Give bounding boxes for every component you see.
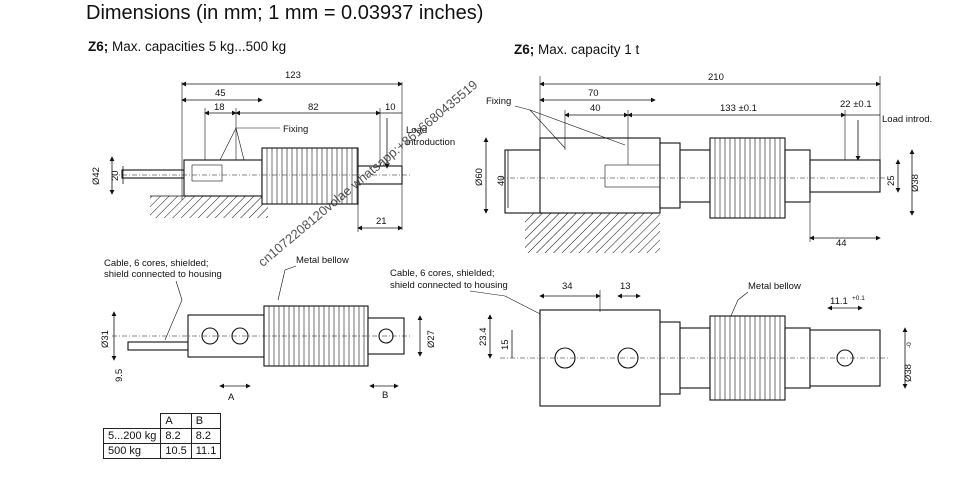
right-fixing-block	[539, 137, 661, 214]
right-dim-60: Ø60	[474, 168, 485, 186]
right-dim-23-4: 23.4	[478, 328, 489, 347]
right-dim-38: Ø38	[910, 174, 921, 192]
left-cable-label-1: Cable, 6 cores, shielded;	[104, 258, 209, 269]
left-dim-82: 82	[308, 102, 319, 113]
table-cell: 10.5	[160, 443, 192, 459]
left-cable	[121, 169, 185, 179]
left-cable-2	[127, 341, 189, 351]
left-fixing-label: Fixing	[283, 124, 308, 135]
right-top-view: Cable, 6 cores, shielded; shield connect…	[390, 268, 914, 407]
left-dim-27: Ø27	[426, 330, 437, 348]
left-load-label-1: Load	[406, 125, 427, 136]
right-dim-40: 40	[590, 103, 601, 114]
right-bellow-label: Metal bellow	[748, 281, 801, 292]
table-header-row: A B	[104, 413, 222, 429]
right-collar-1	[659, 142, 681, 209]
right-wall-hatch	[525, 213, 660, 253]
right-cable-leader	[469, 290, 549, 319]
right-collar-2	[679, 149, 711, 203]
right-dim-11-1-tol: +0.1	[852, 295, 865, 302]
left-cable-leader	[164, 280, 183, 341]
table-cell: 500 kg	[102, 443, 162, 459]
left-heading-capacity: Max. capacities 5 kg...500 kg	[112, 39, 287, 54]
left-fixing-leader-2	[235, 127, 245, 161]
right-dim-40v: 40	[496, 175, 507, 186]
table-header-cell	[104, 414, 161, 429]
right-dim-133: 133 ±0.1	[720, 103, 757, 114]
left-dim-123: 123	[285, 70, 301, 81]
left-wall-hatch	[150, 196, 268, 218]
left-bellow-leader	[277, 265, 297, 301]
table-header-cell: B	[190, 413, 222, 429]
left-load-label-2: introduction	[406, 137, 455, 148]
right-dim-70: 70	[588, 88, 599, 99]
right-heading-model: Z6;	[514, 42, 535, 57]
right-heading-capacity: Max. capacity 1 t	[538, 42, 640, 57]
table-row: 5...200 kg 8.2 8.2	[102, 428, 222, 444]
right-dim-38b: Ø38	[903, 364, 914, 382]
capacity-table: A B 5...200 kg 8.2 8.2 500 kg 10.5 11.1	[102, 413, 222, 459]
right-dim-22: 22 ±0.1	[840, 99, 872, 110]
right-dim-34: 34	[562, 281, 573, 292]
page-title: Dimensions (in mm; 1 mm = 0.03937 inches…	[86, 2, 484, 24]
right-fixing-label: Fixing	[486, 96, 511, 107]
left-dim-10: 10	[385, 102, 396, 113]
left-dim-21: 21	[376, 216, 387, 227]
table-cell: 8.2	[190, 428, 222, 444]
right-dim-210: 210	[708, 72, 724, 83]
left-dim-42: Ø42	[91, 167, 102, 185]
left-fixing-block	[183, 159, 263, 197]
left-dim-a: A	[228, 392, 235, 403]
right-fixing-leader-2	[529, 109, 626, 146]
table-row: 500 kg 10.5 11.1	[102, 443, 222, 459]
table-header-cell: A	[160, 413, 192, 429]
right-dim-15: 15	[500, 339, 511, 350]
right-cable-label-1: Cable, 6 cores, shielded;	[390, 268, 495, 279]
right-dim-44: 44	[836, 238, 847, 249]
right-bellow-leader	[729, 291, 749, 319]
left-label-plate	[191, 164, 223, 182]
left-dim-45: 45	[215, 88, 226, 99]
table-cell: 11.1	[190, 443, 222, 459]
table-cell: 5...200 kg	[102, 428, 162, 444]
left-bellow-label: Metal bellow	[296, 255, 349, 266]
left-side-view: 123 45 18 82 10 Fixing Load introduction…	[91, 70, 455, 232]
right-collar-3	[784, 149, 811, 203]
right-load-pin	[809, 159, 881, 193]
left-cable-label-2: shield connected to housing	[104, 269, 222, 280]
right-dim-38b-tol: -0	[906, 342, 913, 348]
right-load-label: Load introd.	[882, 114, 932, 125]
right-cable-label-2: shield connected to housing	[390, 280, 508, 291]
left-top-view: Cable, 6 cores, shielded; shield connect…	[100, 255, 437, 403]
left-heading: Z6; Max. capacities 5 kg...500 kg	[88, 39, 286, 54]
right-side-view: 210 70 40 133 ±0.1 22 ±0.1 Fixing Load i…	[474, 72, 932, 253]
right-dim-13: 13	[620, 281, 631, 292]
left-dim-18: 18	[214, 102, 225, 113]
right-dim-25: 25	[886, 175, 897, 186]
left-heading-model: Z6;	[88, 39, 109, 54]
right-heading: Z6; Max. capacity 1 t	[514, 42, 639, 57]
table-cell: 8.2	[160, 428, 192, 444]
left-dim-31: Ø31	[100, 330, 111, 348]
right-dim-11-1: 11.1	[830, 296, 848, 307]
left-dim-9-5: 9.5	[114, 369, 125, 382]
left-dim-20: 20	[110, 170, 121, 181]
left-dim-b: B	[382, 390, 388, 401]
